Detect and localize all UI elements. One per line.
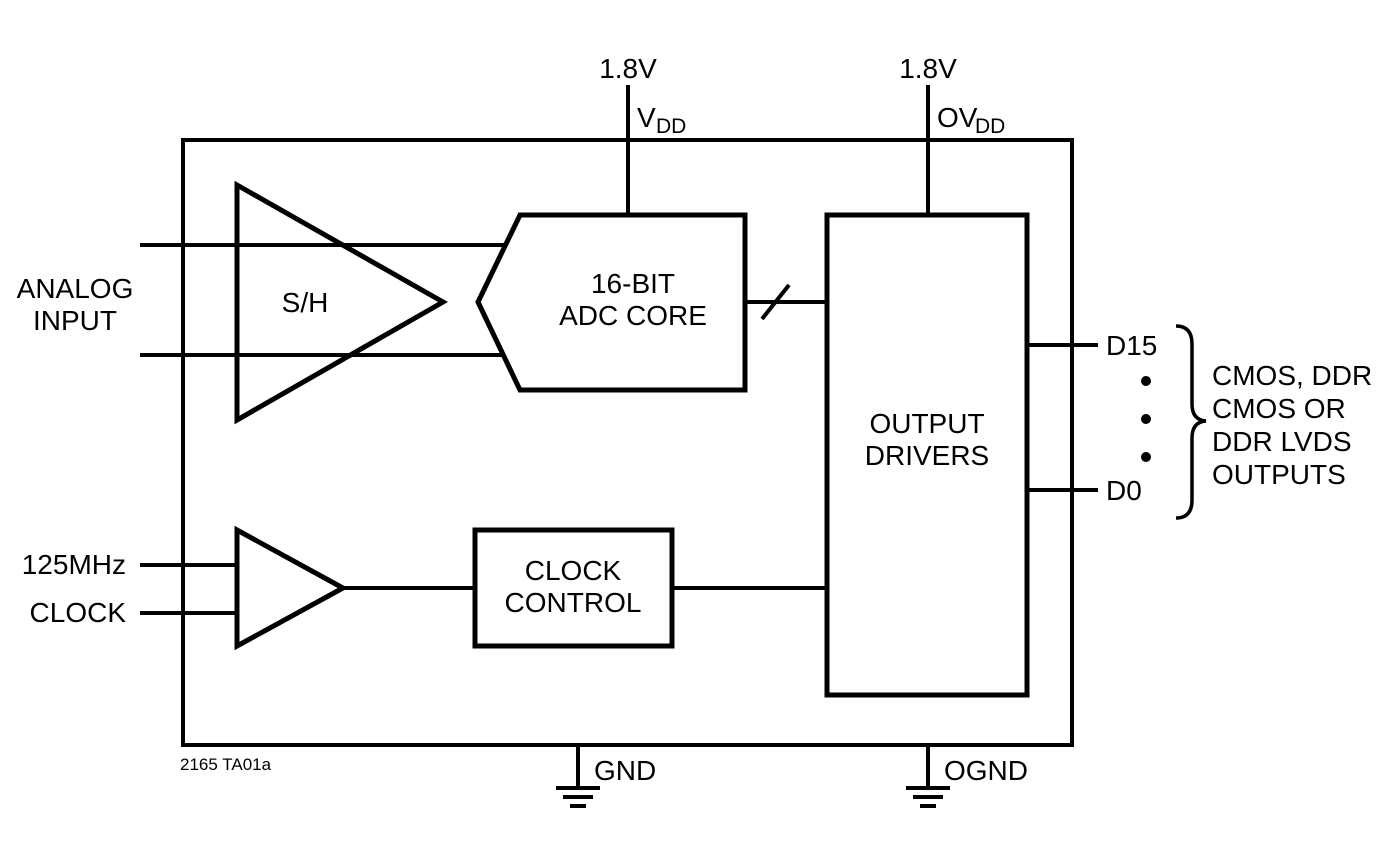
outputs-description-line1: CMOS, DDR bbox=[1212, 360, 1372, 391]
outputs-description-line4: OUTPUTS bbox=[1212, 459, 1346, 490]
vdd-voltage-label: 1.8V bbox=[599, 53, 657, 84]
sample-hold-amplifier-shape bbox=[234, 180, 449, 425]
bus-slash-mark bbox=[760, 283, 791, 321]
output-ellipsis-dot-1 bbox=[1141, 376, 1151, 386]
output-drivers-label-line2: DRIVERS bbox=[865, 440, 989, 471]
output-drivers-shape bbox=[824, 212, 1030, 698]
clock-control-label-line2: CONTROL bbox=[505, 587, 642, 618]
gnd-ground-symbol bbox=[556, 786, 600, 808]
ognd-label: OGND bbox=[944, 755, 1028, 786]
clock-control-label-line1: CLOCK bbox=[525, 555, 622, 586]
ovdd-pin-label: OV bbox=[937, 102, 978, 133]
d0-pin-label: D0 bbox=[1106, 475, 1142, 506]
ovdd-voltage-label: 1.8V bbox=[899, 53, 957, 84]
sample-hold-label: S/H bbox=[282, 287, 329, 318]
outputs-brace bbox=[1175, 324, 1207, 520]
analog-input-label-line2: INPUT bbox=[33, 305, 117, 336]
ovdd-pin-label-subscript: DD bbox=[975, 115, 1005, 138]
gnd-label: GND bbox=[594, 755, 656, 786]
vdd-pin-label-subscript: DD bbox=[656, 115, 686, 138]
adc-core-shape bbox=[475, 212, 748, 393]
clock-input-label: CLOCK bbox=[30, 597, 127, 628]
figure-id-label: 2165 TA01a bbox=[180, 755, 272, 774]
output-ellipsis-dot-2 bbox=[1141, 414, 1151, 424]
outputs-description-line2: CMOS OR bbox=[1212, 393, 1346, 424]
d15-pin-label: D15 bbox=[1106, 330, 1157, 361]
adc-core-label-line1: 16-BIT bbox=[591, 268, 675, 299]
output-ellipsis-dot-3 bbox=[1141, 452, 1151, 462]
adc-core-label-line2: ADC CORE bbox=[559, 300, 707, 331]
clock-frequency-label: 125MHz bbox=[22, 549, 126, 580]
output-drivers-label-line1: OUTPUT bbox=[869, 408, 984, 439]
vdd-pin-label: V bbox=[637, 102, 656, 133]
outputs-description-line3: DDR LVDS bbox=[1212, 426, 1352, 457]
clock-control-shape bbox=[472, 527, 675, 649]
ognd-ground-symbol bbox=[906, 786, 950, 808]
chip-boundary bbox=[181, 138, 1074, 747]
clock-buffer-shape bbox=[234, 525, 349, 651]
analog-input-label-line1: ANALOG bbox=[17, 273, 134, 304]
